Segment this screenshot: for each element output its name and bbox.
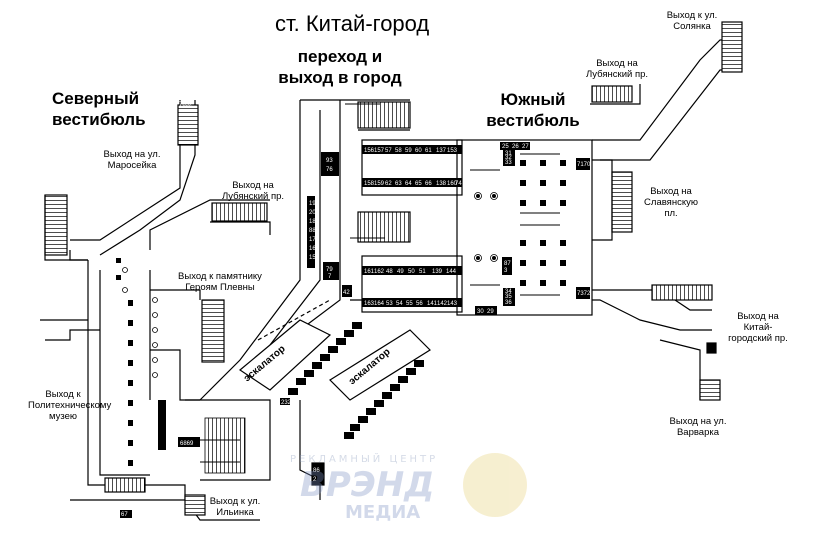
panel-label: 31	[505, 151, 512, 157]
panel-label: 6869	[180, 441, 194, 447]
panel-label: 18	[309, 219, 316, 225]
escalator-left	[238, 299, 332, 391]
station-title: ст. Китай-город	[275, 11, 429, 36]
panel-label: 137	[436, 148, 447, 154]
panel-label: 139	[432, 269, 443, 275]
panel-label: 74	[455, 181, 462, 187]
panel-label: 59	[405, 148, 412, 154]
exit-label-lubyansky-south: Выход на Лубянский пр.	[585, 58, 649, 80]
panel-label: 56	[416, 301, 423, 307]
panel-label: 162	[374, 269, 385, 275]
panel-label: 64	[405, 181, 412, 187]
panel-label: 35	[505, 294, 512, 300]
panel-label: 164	[374, 301, 385, 307]
panel-label: 88	[309, 228, 316, 234]
panel-label: 60	[415, 148, 422, 154]
panel-label: 58	[395, 148, 402, 154]
panel-label: 158	[364, 181, 375, 187]
panel-label: 26	[512, 144, 519, 150]
panel-label: 57	[385, 148, 392, 154]
panel-label: 53	[386, 301, 393, 307]
panel-number-labels: 156 157 57 58 59 60 61 137 153 158 159 6…	[121, 102, 591, 518]
watermark-line3: МЕДИА	[345, 502, 420, 523]
north-vestibule	[40, 100, 271, 521]
panel-label: 48	[386, 269, 393, 275]
panel-label: 55	[406, 301, 413, 307]
panel-label: 61	[425, 148, 432, 154]
panel-label: 50	[408, 269, 415, 275]
panel-label: 49	[397, 269, 404, 275]
panel-label: 86	[313, 468, 320, 474]
escalator-right	[329, 329, 431, 401]
panel-label: 76	[326, 167, 333, 173]
panel-label: 7170	[577, 162, 591, 168]
panel-label: 160	[447, 181, 458, 187]
watermark-line2: ВРЭНД	[300, 465, 435, 505]
exit-label-maroseyka: Выход на ул. Маросейка	[103, 149, 161, 171]
panel-label: 153	[447, 148, 458, 154]
panel-label: 142	[437, 301, 448, 307]
watermark-line1: РЕКЛАМНЫЙ ЦЕНТР	[290, 452, 438, 465]
south-vestibule	[200, 21, 743, 463]
panel-label: 138	[436, 181, 447, 187]
panel-label: 32	[505, 155, 512, 161]
panel-label: 33	[505, 160, 512, 166]
exit-label-varvarka: Выход на ул. Варварка	[669, 416, 727, 438]
panel-row1: 156	[364, 148, 375, 154]
panel-label: 87	[504, 261, 511, 267]
panel-label: 79	[326, 267, 333, 273]
panel-label: 7372	[577, 291, 591, 297]
panel-label: 27	[522, 144, 529, 150]
label-transfer: переход и выход в город	[278, 47, 402, 87]
panel-label: 157	[374, 148, 385, 154]
panel-label: 93	[326, 158, 333, 164]
panel-label: 17	[309, 237, 316, 243]
exit-label-ilyinka: Выход к ул. Ильинка	[209, 496, 261, 518]
panel-label: 3	[504, 268, 508, 274]
panel-label: 36	[505, 300, 512, 306]
panel-label: 7	[328, 274, 332, 280]
panel-label: 159	[374, 181, 385, 187]
panel-label: 51	[419, 269, 426, 275]
panel-label: 161	[364, 269, 375, 275]
panel-label: 232	[281, 400, 292, 406]
exit-label-slavyanskaya: Выход на Славянскую пл.	[644, 186, 698, 219]
upper-corridors	[361, 139, 463, 313]
panel-label: 141	[427, 301, 438, 307]
panel-label: 163	[364, 301, 375, 307]
watermark: РЕКЛАМНЫЙ ЦЕНТР ВРЭНД МЕДИА	[290, 452, 527, 523]
panel-label: 65	[415, 181, 422, 187]
panel-label: 29	[487, 309, 494, 315]
exit-label-polytech: Выход к Политехническому музею	[28, 389, 112, 422]
panel-label: 144	[446, 269, 457, 275]
exit-label-kitaygorodsky: Выход на Китай-городский пр.	[728, 311, 788, 344]
panel-label: 63	[395, 181, 402, 187]
panel-label: 42	[343, 290, 350, 296]
panel-label: 16	[309, 246, 316, 252]
panel-label: 19	[309, 201, 316, 207]
label-north-vestibule: Северный вестибюль	[52, 89, 146, 129]
exit-label-lubyansky-north: Выход на Лубянский пр.	[221, 180, 285, 202]
panel-label: 7692	[179, 102, 193, 108]
transfer-corridor	[199, 99, 455, 500]
exit-label-plevna: Выход к памятнику Героям Плевны	[178, 271, 262, 293]
panel-label: 20	[309, 210, 316, 216]
panel-label: 67	[121, 512, 128, 518]
panel-label: 54	[396, 301, 403, 307]
exit-label-solyanka: Выход к ул. Солянка	[666, 10, 718, 32]
panel-label: 25	[502, 144, 509, 150]
panel-label: 34	[505, 289, 512, 295]
panel-label: 62	[385, 181, 392, 187]
panel-label: 15	[309, 255, 316, 261]
panel-label: 30	[477, 309, 484, 315]
panel-label: 143	[447, 301, 458, 307]
panel-label: 2	[313, 477, 317, 483]
label-south-vestibule: Южный вестибюль	[486, 90, 580, 130]
panel-label: 66	[425, 181, 432, 187]
